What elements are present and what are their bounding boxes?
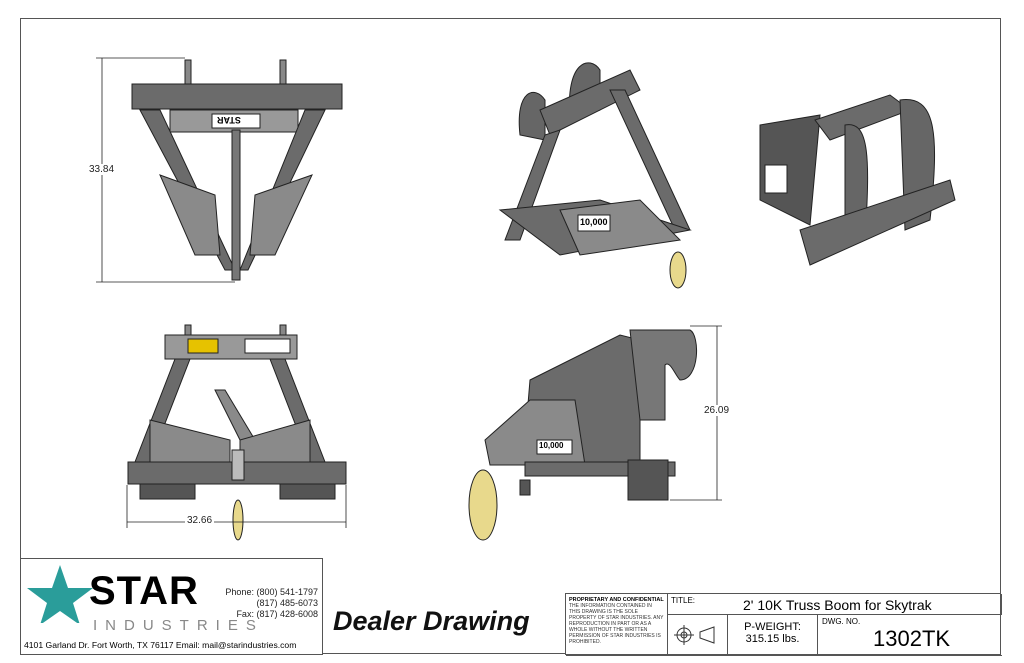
- weight-cell: P-WEIGHT: 315.15 lbs.: [728, 615, 818, 656]
- fax: Fax: (817) 428-6008: [236, 609, 318, 619]
- title-cell: TITLE: 2' 10K Truss Boom for Skytrak: [668, 594, 1002, 615]
- dimension-height-front: 33.84: [89, 164, 115, 175]
- title-label: TITLE:: [671, 596, 696, 605]
- weight-value: 315.15 lbs.: [745, 633, 800, 645]
- dwg-number: 1302TK: [873, 626, 951, 651]
- side-view: [468, 329, 698, 541]
- drawing-title: 2' 10K Truss Boom for Skytrak: [743, 597, 932, 613]
- phone-2: (817) 485-6073: [256, 598, 318, 608]
- drawing-border: [20, 18, 1001, 654]
- front-view-top: [131, 59, 343, 281]
- isometric-view-right: [759, 94, 956, 266]
- address: 4101 Garland Dr. Fort Worth, TX 76117 Em…: [24, 640, 297, 650]
- company-name: STAR: [89, 569, 199, 613]
- company-logo-block: STAR INDUSTRIES Phone: (800) 541-1797 (8…: [20, 558, 323, 655]
- proprietary-cell: PROPRIETARY AND CONFIDENTIAL THE INFORMA…: [566, 594, 668, 656]
- third-angle-projection-icon: [674, 625, 715, 645]
- dwg-number-cell: DWG. NO. 1302TK: [818, 615, 1002, 656]
- dealer-drawing-label: Dealer Drawing: [333, 606, 530, 636]
- capacity-decal-side: 10,000: [539, 441, 564, 450]
- dimension-lines: [96, 57, 722, 528]
- star-decal: STAR: [217, 115, 241, 125]
- title-block: PROPRIETARY AND CONFIDENTIAL THE INFORMA…: [565, 593, 1002, 656]
- isometric-view-center: [498, 62, 692, 289]
- weight-label: P-WEIGHT:: [744, 621, 801, 633]
- company-subtitle: INDUSTRIES: [93, 617, 264, 634]
- dimension-height-side: 26.09: [704, 405, 730, 416]
- contact-info: Phone: (800) 541-1797 (817) 485-6073 Fax…: [225, 587, 318, 620]
- dwg-label: DWG. NO.: [822, 617, 861, 626]
- dimension-width-front: 32.66: [185, 515, 215, 526]
- phone: Phone: (800) 541-1797: [225, 587, 318, 597]
- proprietary-text: THE INFORMATION CONTAINED IN THIS DRAWIN…: [569, 603, 664, 645]
- capacity-decal: 10,000: [580, 217, 608, 227]
- star-logo-icon: [27, 565, 93, 623]
- proprietary-heading: PROPRIETARY AND CONFIDENTIAL: [569, 597, 664, 603]
- front-view-bottom: [127, 324, 347, 541]
- projection-symbol-cell: [668, 615, 728, 656]
